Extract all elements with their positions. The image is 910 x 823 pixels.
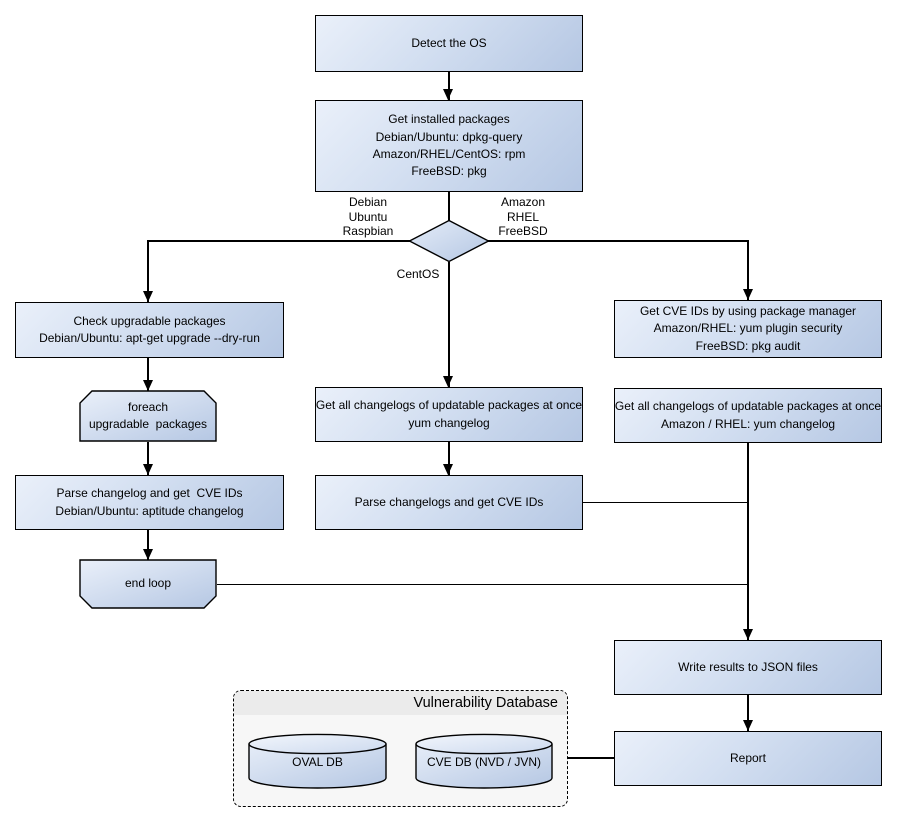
node-detect-os: Detect the OS [315, 15, 583, 72]
node-parse-changelog-debian-label: Parse changelog and get CVE IDs Debian/U… [55, 486, 244, 518]
node-foreach-label: foreach upgradable packages [88, 400, 208, 431]
vulnerability-database-title: Vulnerability Database [234, 691, 567, 715]
connector-decision-left-vertical [147, 240, 149, 302]
node-check-upgradable-packages-label: Check upgradable packages Debian/Ubuntu:… [39, 313, 260, 345]
node-get-changelogs-yum: Get all changelogs of updatable packages… [315, 387, 583, 442]
node-parse-changelog-debian: Parse changelog and get CVE IDs Debian/U… [15, 475, 284, 530]
decision-label-amazon-branch: Amazon RHEL FreeBSD [498, 195, 548, 239]
connector-check-to-foreach [147, 358, 149, 391]
connector-database-to-report [567, 757, 614, 759]
decision-label-debian-branch: Debian Ubuntu Raspbian [342, 195, 394, 239]
node-report: Report [614, 731, 882, 786]
connector-foreach-to-parse [147, 442, 149, 475]
connector-decision-right-vertical [747, 240, 749, 300]
connector-merge-to-write-results [747, 443, 749, 640]
arrowhead-parse-changelogs [443, 464, 453, 475]
connector-installed-to-decision [448, 192, 450, 221]
arrowhead-installed [443, 89, 453, 100]
oval-db-cylinder: OVAL DB [248, 733, 387, 789]
node-get-cve-ids-package-manager-label: Get CVE IDs by using package manager Ama… [639, 303, 857, 353]
arrowhead-end-loop [142, 549, 153, 560]
node-end-loop-label: end loop [124, 576, 172, 590]
node-get-changelogs-amazon-rhel: Get all changelogs of updatable packages… [614, 388, 882, 443]
node-parse-changelogs-label: Parse changelogs and get CVE IDs [354, 494, 544, 509]
node-get-installed-packages: Get installed packages Debian/Ubuntu: dp… [315, 100, 583, 192]
arrowhead-check-upgradable [142, 291, 153, 302]
node-get-cve-ids-package-manager: Get CVE IDs by using package manager Ama… [614, 300, 882, 358]
node-get-installed-packages-label: Get installed packages Debian/Ubuntu: dp… [372, 112, 526, 179]
node-foreach-upgradable-packages: foreach upgradable packages [79, 390, 217, 442]
node-report-label: Report [729, 750, 767, 765]
node-get-changelogs-amazon-rhel-label: Get all changelogs of updatable packages… [614, 399, 882, 431]
cve-db-cylinder: CVE DB (NVD / JVN) [415, 733, 553, 789]
connector-endloop-to-merge [217, 583, 748, 585]
connector-detect-to-installed [448, 72, 450, 100]
connector-decision-to-centos-branch [448, 262, 450, 387]
node-check-upgradable-packages: Check upgradable packages Debian/Ubuntu:… [15, 302, 284, 358]
connector-parse-to-endloop [147, 530, 149, 560]
node-write-results-json: Write results to JSON files [614, 640, 882, 695]
cve-db-label: CVE DB (NVD / JVN) [426, 755, 541, 769]
connector-decision-right-horizontal [488, 240, 748, 242]
arrowhead-get-cve-ids [742, 289, 753, 300]
decision-label-centos-branch: CentOS [396, 267, 440, 281]
connector-yum-to-parse-changelogs [448, 442, 450, 475]
arrowhead-report [742, 720, 753, 731]
decision-diamond-os [408, 219, 490, 263]
connector-decision-left-horizontal [148, 240, 410, 242]
connector-write-to-report [747, 695, 749, 731]
arrowhead-write-results [742, 629, 753, 640]
arrowhead-foreach [142, 380, 153, 391]
arrowhead-get-changelogs-yum [443, 376, 453, 387]
node-write-results-json-label: Write results to JSON files [678, 659, 818, 674]
arrowhead-parse-changelog [142, 464, 153, 475]
node-detect-os-label: Detect the OS [411, 35, 487, 50]
oval-db-label: OVAL DB [292, 755, 343, 769]
node-end-loop: end loop [79, 559, 217, 609]
node-parse-changelogs: Parse changelogs and get CVE IDs [315, 475, 583, 530]
node-get-changelogs-yum-label: Get all changelogs of updatable packages… [315, 398, 583, 430]
connector-parse-changelogs-to-merge [583, 501, 748, 503]
